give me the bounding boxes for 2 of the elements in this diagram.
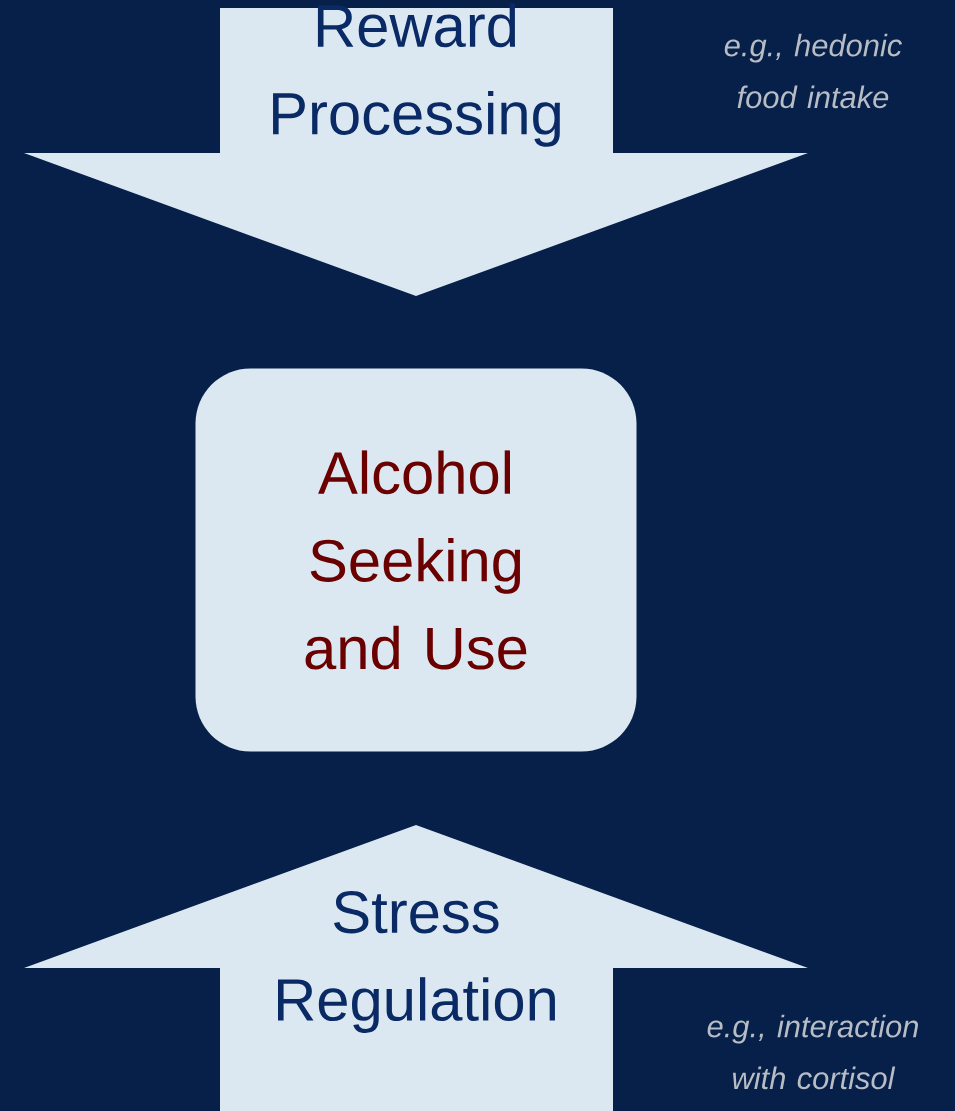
rounded-box: Alcohol Seeking and Use (195, 368, 637, 752)
example-note: e.g., hedonic food intake (724, 33, 902, 109)
